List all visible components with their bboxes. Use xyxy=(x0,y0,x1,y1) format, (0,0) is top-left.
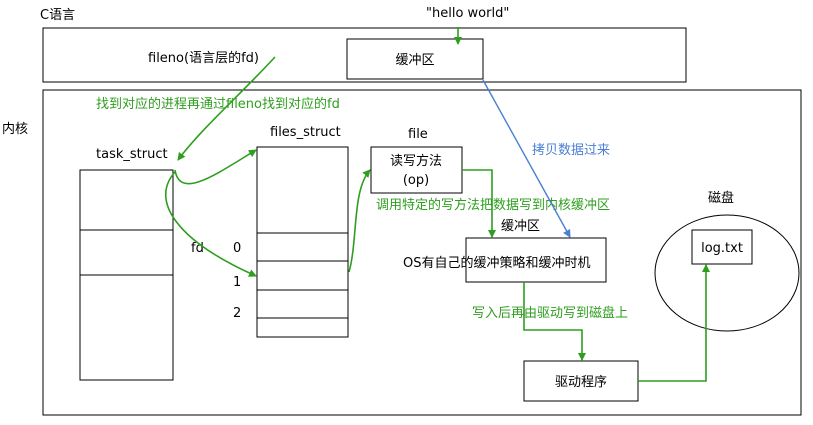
files-struct-title: files_struct xyxy=(270,125,341,140)
files-struct-box xyxy=(256,146,349,338)
user-buffer-label: 缓冲区 xyxy=(395,53,434,68)
arrow-file-to-kernel-buffer xyxy=(462,169,496,238)
find-process-annotation: 找到对应的进程再通过fileno找到对应的fd xyxy=(96,96,340,112)
arrow-fd-to-index1 xyxy=(165,171,257,277)
file-ops-label-line1: 读写方法 xyxy=(390,153,442,169)
fd-index-1: 1 xyxy=(233,275,241,290)
file-title: file xyxy=(408,127,428,142)
kernel-buffer-box xyxy=(465,237,607,283)
disk-title: 磁盘 xyxy=(708,190,734,206)
os-policy-label: OS有自己的缓冲策略和缓冲时机 xyxy=(403,255,591,271)
kernel-label: 内核 xyxy=(2,121,28,137)
disk-ellipse xyxy=(654,214,800,332)
file-ops-box xyxy=(370,146,463,194)
kernel-buffer-title: 缓冲区 xyxy=(501,219,540,234)
call-method-annotation: 调用特定的写方法把数据写到内核缓冲区 xyxy=(376,197,610,213)
arrow-driver-to-disk xyxy=(638,264,710,382)
file-ops-label-line2: (op) xyxy=(403,173,429,188)
driver-box xyxy=(523,360,639,402)
c-language-label: C语言 xyxy=(40,8,75,23)
arrow-fd-to-file xyxy=(348,169,371,273)
arrow-buffer-to-driver xyxy=(523,282,586,361)
driver-label: 驱动程序 xyxy=(555,375,607,390)
fd-index-0: 0 xyxy=(233,241,241,256)
copy-data-annotation: 拷贝数据过来 xyxy=(532,143,610,158)
log-file-box xyxy=(691,229,753,265)
log-file-label: log.txt xyxy=(701,241,743,256)
fd-index-2: 2 xyxy=(233,306,241,321)
hello-world-label: "hello world" xyxy=(426,6,509,21)
write-disk-annotation: 写入后再由驱动写到磁盘上 xyxy=(472,305,628,321)
arrow-fileno-to-task xyxy=(177,56,276,161)
fileno-label: fileno(语言层的fd) xyxy=(148,50,259,66)
arrow-copy-data xyxy=(482,79,571,238)
user-buffer-box xyxy=(346,38,484,80)
arrow-task-to-files xyxy=(174,149,257,185)
task-struct-title: task_struct xyxy=(96,147,168,162)
